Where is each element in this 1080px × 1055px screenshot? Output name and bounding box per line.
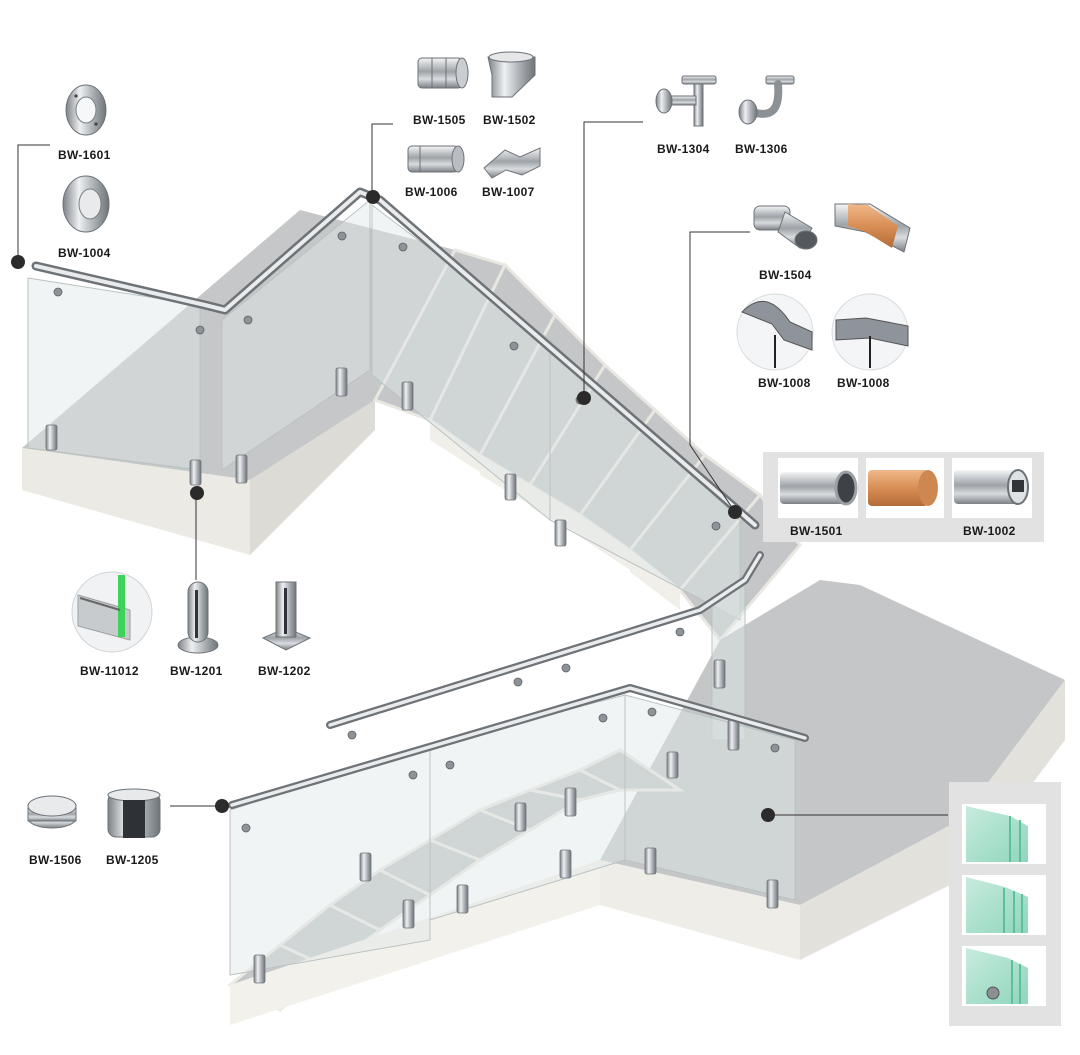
label-bw-1008-right: BW-1008	[837, 376, 890, 390]
label-bw-1501: BW-1501	[790, 524, 843, 538]
laminated-glass-icon	[966, 948, 1028, 1004]
label-bw-1008-left: BW-1008	[758, 376, 811, 390]
label-bw-1601: BW-1601	[58, 148, 111, 162]
laminated-glass-icon	[966, 806, 1028, 862]
handrail-bracket-icon	[655, 75, 717, 127]
slotted-tube-icon	[107, 788, 161, 838]
slotted-tube-icon	[954, 469, 1029, 505]
round-flange-icon	[62, 175, 110, 233]
handrail-bracket-icon	[738, 75, 795, 125]
spigots	[45, 367, 779, 984]
spigot-icon	[261, 581, 312, 651]
callout-lines	[17, 121, 948, 816]
slotted-tube-icon	[407, 145, 465, 173]
elbow-icon	[487, 51, 536, 98]
end-cap-icon	[27, 795, 77, 829]
laminated-glass-icon	[966, 877, 1028, 933]
tube-connector-icon	[417, 57, 469, 89]
handrails	[31, 187, 809, 809]
label-bw-11012: BW-11012	[80, 664, 139, 678]
label-bw-1002: BW-1002	[963, 524, 1016, 538]
label-bw-1007: BW-1007	[482, 185, 535, 199]
label-bw-1504: BW-1504	[759, 268, 812, 282]
callout-markers	[11, 190, 775, 822]
label-bw-1205: BW-1205	[106, 853, 159, 867]
label-bw-1505: BW-1505	[413, 113, 466, 127]
adjustable-elbow-icon	[483, 147, 541, 179]
spigot-icon	[177, 581, 219, 654]
label-bw-1506: BW-1506	[29, 853, 82, 867]
label-bw-1006: BW-1006	[405, 185, 458, 199]
glass-clamp-icon	[831, 293, 909, 371]
label-bw-1004: BW-1004	[58, 246, 111, 260]
label-bw-1306: BW-1306	[735, 142, 788, 156]
label-bw-1201: BW-1201	[170, 664, 223, 678]
glass-clamps	[53, 231, 780, 833]
adjustable-elbow-icon	[753, 205, 818, 250]
wood-rail-icon	[868, 470, 938, 506]
glass-clamp-icon	[71, 571, 153, 653]
round-flange-icon	[65, 84, 107, 136]
label-bw-1202: BW-1202	[258, 664, 311, 678]
round-tube-icon	[780, 470, 858, 506]
wood-rail-icon	[834, 203, 911, 253]
label-bw-1304: BW-1304	[657, 142, 710, 156]
label-bw-1502: BW-1502	[483, 113, 536, 127]
glass-clamp-icon	[736, 293, 814, 371]
glass-panels	[27, 198, 796, 976]
upper-landing	[22, 210, 455, 480]
